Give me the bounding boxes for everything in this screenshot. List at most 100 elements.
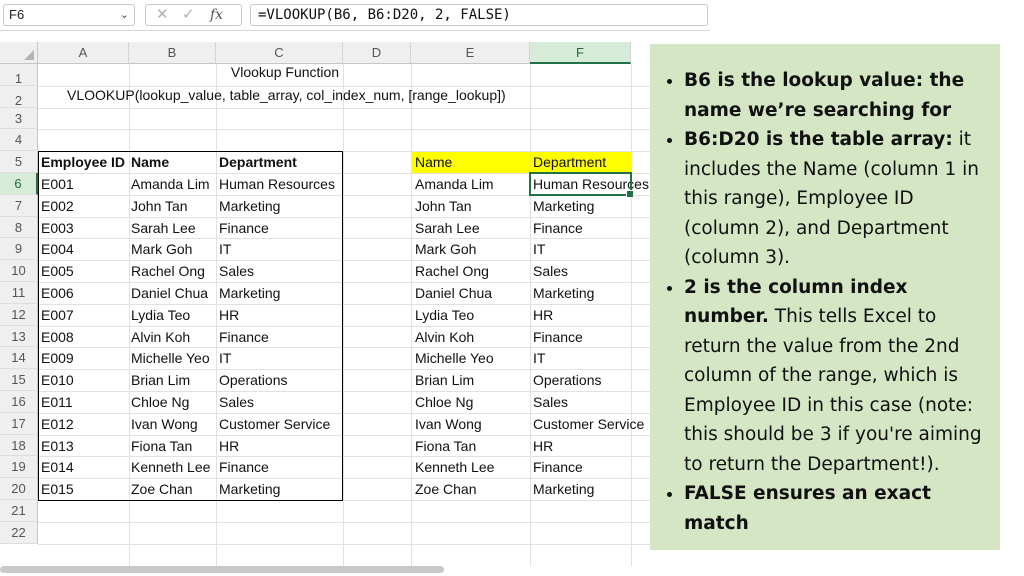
left-table-cell[interactable]: Human Resources — [219, 176, 335, 192]
horizontal-scrollbar[interactable] — [0, 566, 444, 573]
left-table-cell[interactable]: Marketing — [219, 197, 281, 214]
active-cell-f6[interactable] — [529, 172, 634, 198]
row-header-13[interactable]: 13 — [0, 325, 38, 348]
right-table-cell[interactable]: Finance — [533, 219, 583, 236]
row-header-5[interactable]: 5 — [0, 151, 38, 173]
left-table-cell[interactable]: Chloe Ng — [131, 394, 190, 410]
right-table-cell[interactable]: Sales — [533, 394, 569, 410]
right-table-cell[interactable]: Marketing — [533, 481, 595, 498]
right-table-cell[interactable]: Kenneth Lee — [415, 459, 495, 476]
left-table-cell[interactable]: E003 — [41, 219, 74, 236]
right-table-cell[interactable]: Marketing — [533, 197, 595, 214]
left-table-cell[interactable]: John Tan — [131, 197, 188, 214]
row-header-15[interactable]: 15 — [0, 369, 38, 391]
chevron-down-icon[interactable]: ⌄ — [119, 9, 129, 21]
left-table-cell[interactable]: Lydia Teo — [131, 306, 191, 323]
column-header-a[interactable]: A — [38, 42, 129, 64]
row-header-7[interactable]: 7 — [0, 194, 38, 217]
insert-function-icon[interactable]: fx — [210, 7, 224, 23]
row-header-11[interactable]: 11 — [0, 282, 38, 304]
right-table-cell[interactable]: Human Resources — [533, 176, 649, 192]
right-table-cell[interactable]: HR — [533, 437, 554, 454]
right-table-cell[interactable]: Chloe Ng — [415, 394, 474, 410]
row-header-20[interactable]: 20 — [0, 478, 38, 500]
column-header-b[interactable]: B — [129, 42, 216, 64]
left-table-cell[interactable]: E008 — [41, 328, 74, 345]
right-table-cell[interactable]: Customer Service — [533, 415, 645, 432]
left-table-cell[interactable]: Marketing — [219, 481, 281, 498]
column-header-d[interactable]: D — [343, 42, 411, 64]
row-header-1[interactable]: 1 — [0, 64, 38, 86]
right-table-cell[interactable]: IT — [533, 241, 546, 258]
row-header-12[interactable]: 12 — [0, 303, 38, 326]
left-table-cell[interactable]: Marketing — [219, 285, 281, 301]
left-table-cell[interactable]: Ivan Wong — [131, 415, 198, 432]
left-table-cell[interactable]: Brian Lim — [131, 372, 191, 389]
left-table-cell[interactable]: Sales — [219, 394, 255, 410]
right-table-cell[interactable]: Alvin Koh — [415, 328, 475, 345]
row-header-8[interactable]: 8 — [0, 216, 38, 239]
right-table-cell[interactable]: Finance — [533, 459, 583, 476]
left-table-cell[interactable]: E012 — [41, 415, 74, 432]
row-header-2[interactable]: 2 — [0, 85, 38, 108]
right-table-cell[interactable]: Sales — [533, 263, 569, 280]
left-table-cell[interactable]: E005 — [41, 263, 74, 280]
formula-input[interactable]: =VLOOKUP(B6, B6:D20, 2, FALSE) — [250, 4, 708, 26]
row-header-10[interactable]: 10 — [0, 260, 38, 282]
left-table-cell[interactable]: E009 — [41, 350, 74, 367]
left-table-cell[interactable]: E001 — [41, 176, 74, 192]
row-header-21[interactable]: 21 — [0, 500, 38, 522]
left-table-cell[interactable]: E011 — [41, 394, 73, 410]
right-table-cell[interactable]: John Tan — [415, 197, 472, 214]
right-table-cell[interactable]: Marketing — [533, 285, 595, 301]
right-table-cell[interactable]: Brian Lim — [415, 372, 475, 389]
left-table-cell[interactable]: Sales — [219, 263, 255, 280]
row-header-16[interactable]: 16 — [0, 391, 38, 413]
row-header-14[interactable]: 14 — [0, 347, 38, 370]
left-table-cell[interactable]: Daniel Chua — [131, 285, 209, 301]
row-header-17[interactable]: 17 — [0, 412, 38, 435]
left-table-cell[interactable]: Sarah Lee — [131, 219, 196, 236]
right-table-cell[interactable]: Lydia Teo — [415, 306, 475, 323]
left-table-cell[interactable]: HR — [219, 437, 240, 454]
column-header-f[interactable]: F — [530, 42, 631, 64]
cancel-icon[interactable]: ✕ — [156, 6, 169, 23]
left-table-cell[interactable]: IT — [219, 241, 232, 258]
left-table-cell[interactable]: E010 — [41, 372, 74, 389]
right-table-cell[interactable]: Sarah Lee — [415, 219, 480, 236]
select-all-corner[interactable] — [0, 42, 38, 64]
column-header-c[interactable]: C — [216, 42, 343, 64]
left-table-cell[interactable]: E004 — [41, 241, 74, 258]
left-table-cell[interactable]: HR — [219, 306, 240, 323]
right-table-cell[interactable]: Ivan Wong — [415, 415, 482, 432]
left-table-cell[interactable]: E006 — [41, 285, 74, 301]
right-table-cell[interactable]: IT — [533, 350, 546, 367]
row-header-22[interactable]: 22 — [0, 521, 38, 544]
left-table-cell[interactable]: Customer Service — [219, 415, 331, 432]
row-header-18[interactable]: 18 — [0, 434, 38, 457]
left-table-cell[interactable]: E014 — [41, 459, 74, 476]
right-table-cell[interactable]: Daniel Chua — [415, 285, 493, 301]
left-table-cell[interactable]: E015 — [41, 481, 74, 498]
left-table-cell[interactable]: Kenneth Lee — [131, 459, 211, 476]
left-table-cell[interactable]: Fiona Tan — [131, 437, 193, 454]
left-table-cell[interactable]: Finance — [219, 219, 269, 236]
right-table-cell[interactable]: Zoe Chan — [415, 481, 477, 498]
column-header-e[interactable]: E — [411, 42, 530, 64]
left-table-cell[interactable]: E007 — [41, 306, 74, 323]
enter-icon[interactable]: ✓ — [182, 6, 195, 23]
right-table-cell[interactable]: Finance — [533, 328, 583, 345]
right-table-cell[interactable]: Rachel Ong — [415, 263, 489, 280]
left-table-cell[interactable]: Finance — [219, 328, 269, 345]
left-table-cell[interactable]: Michelle Yeo — [131, 350, 210, 367]
left-table-cell[interactable]: Mark Goh — [131, 241, 193, 258]
left-table-cell[interactable]: Alvin Koh — [131, 328, 191, 345]
row-header-6[interactable]: 6 — [0, 173, 38, 195]
name-box[interactable]: F6 ⌄ — [3, 4, 135, 26]
right-table-cell[interactable]: Michelle Yeo — [415, 350, 494, 367]
right-table-cell[interactable]: Operations — [533, 372, 602, 389]
left-table-cell[interactable]: IT — [219, 350, 232, 367]
left-table-cell[interactable]: Amanda Lim — [131, 176, 210, 192]
right-table-cell[interactable]: Fiona Tan — [415, 437, 477, 454]
left-table-cell[interactable]: Finance — [219, 459, 269, 476]
